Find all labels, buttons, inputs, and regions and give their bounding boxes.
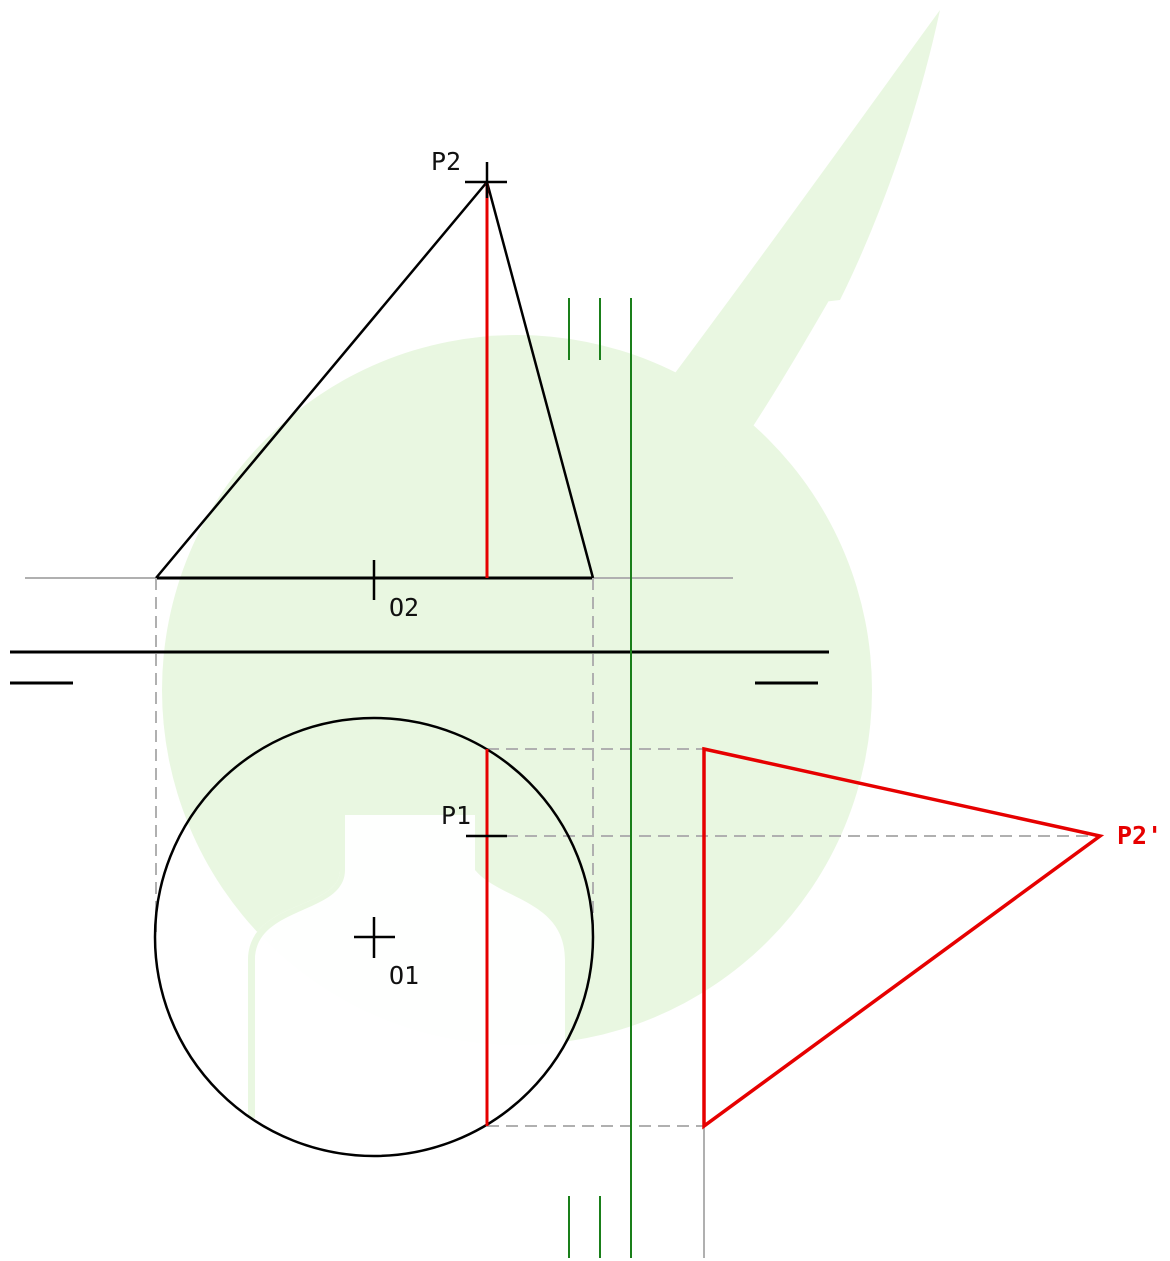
watermark-leaf bbox=[410, 10, 940, 810]
label-p2-prime: P2' bbox=[1117, 821, 1162, 850]
elevation-view bbox=[155, 162, 595, 600]
projection-lines bbox=[155, 578, 1100, 1258]
plan-view bbox=[153, 716, 595, 1158]
label-o1: O1 bbox=[389, 961, 419, 990]
label-o2: O2 bbox=[389, 593, 419, 622]
true-shape-triangle bbox=[702, 746, 1105, 1130]
plan-circle bbox=[153, 716, 595, 1158]
label-p1: P1 bbox=[441, 801, 471, 830]
folding-axis bbox=[10, 650, 829, 685]
watermark-logo bbox=[162, 10, 940, 1132]
label-p2: P2 bbox=[431, 147, 461, 176]
auxiliary-axis bbox=[568, 298, 632, 1258]
